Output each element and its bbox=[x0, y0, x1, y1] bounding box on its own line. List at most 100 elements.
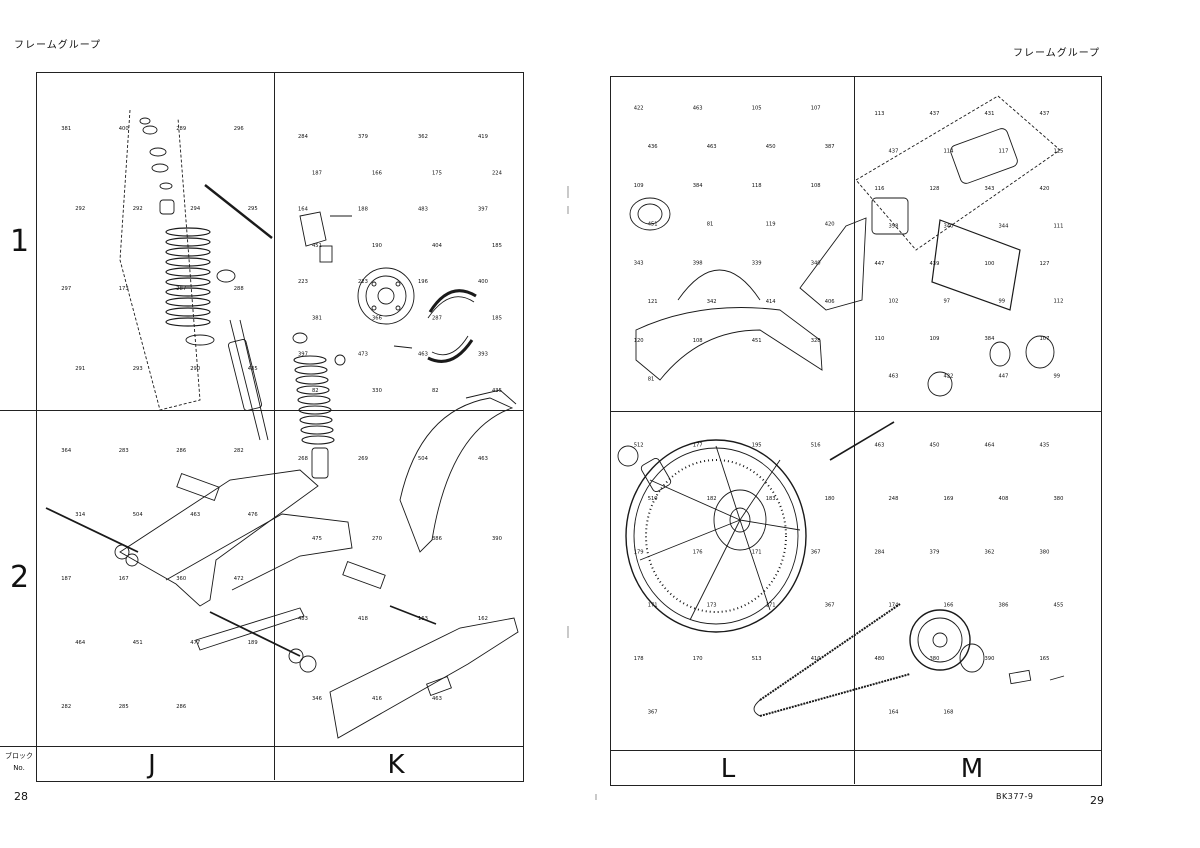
part-number-label: 169 bbox=[944, 496, 954, 502]
part-number-label: 167 bbox=[119, 576, 129, 582]
row-label-2: 2 bbox=[10, 560, 30, 595]
part-number-label: 504 bbox=[133, 512, 144, 518]
block-K: K bbox=[387, 750, 405, 780]
rear-fender-lighting bbox=[629, 197, 867, 381]
part-number-label: 288 bbox=[234, 286, 244, 292]
part-number-label: 292 bbox=[133, 206, 143, 212]
part-number-label: 268 bbox=[298, 456, 308, 462]
part-number-label: 380 bbox=[930, 656, 940, 662]
part-number-label: 513 bbox=[752, 656, 762, 662]
part-number-label: 416 bbox=[372, 696, 382, 702]
part-number-label: 195 bbox=[752, 443, 762, 449]
sprocket-chain bbox=[753, 603, 1065, 717]
chain-case bbox=[329, 605, 519, 739]
part-number-label: 287 bbox=[432, 315, 442, 321]
part-number-label: 344 bbox=[999, 223, 1010, 229]
part-number-label: 342 bbox=[707, 299, 717, 305]
rear-fender bbox=[399, 389, 517, 553]
part-number-label: 97 bbox=[944, 298, 951, 304]
part-number-label: 328 bbox=[811, 338, 821, 344]
left-footer-divider bbox=[0, 746, 523, 747]
part-number-label: 384 bbox=[693, 183, 704, 189]
part-number-label: 447 bbox=[875, 261, 885, 267]
part-number-label: 380 bbox=[1040, 549, 1050, 555]
part-number-label: 463 bbox=[418, 352, 428, 358]
part-number-label: 437 bbox=[889, 148, 899, 154]
part-number-label: 164 bbox=[889, 709, 900, 715]
part-number-label: 379 bbox=[358, 134, 368, 140]
part-number-label: 451 bbox=[133, 640, 143, 646]
part-number-label: 176 bbox=[693, 549, 703, 555]
part-number-label: 343 bbox=[985, 186, 995, 192]
part-number-label: 386 bbox=[432, 536, 442, 542]
rear-wheel bbox=[617, 439, 807, 633]
left-col-divider bbox=[274, 72, 275, 780]
part-number-label: 165 bbox=[1040, 656, 1050, 662]
part-number-label: 463 bbox=[432, 696, 442, 702]
part-number-label: 185 bbox=[492, 243, 502, 249]
part-number-label: 379 bbox=[930, 549, 940, 555]
part-number-label: 291 bbox=[75, 366, 85, 372]
part-number-label: 367 bbox=[648, 709, 658, 715]
part-number-label: 164 bbox=[298, 207, 309, 213]
part-number-label: 381 bbox=[312, 315, 322, 321]
part-number-label: 439 bbox=[930, 261, 940, 267]
part-number-label: 170 bbox=[693, 656, 703, 662]
part-number-label: 108 bbox=[811, 183, 821, 189]
part-number-label: 477 bbox=[190, 640, 200, 646]
part-number-label: 314 bbox=[75, 512, 86, 518]
part-number-label: 285 bbox=[119, 704, 129, 710]
part-number-label: 346 bbox=[312, 696, 322, 702]
part-number-label: 282 bbox=[234, 448, 244, 454]
part-number-label: 297 bbox=[61, 286, 71, 292]
taillight-assembly bbox=[829, 95, 1061, 461]
part-number-label: 179 bbox=[634, 549, 644, 555]
part-number-label: 397 bbox=[478, 207, 488, 213]
part-number-label: 128 bbox=[930, 186, 940, 192]
part-number-label: 295 bbox=[248, 206, 258, 212]
part-number-label: 400 bbox=[478, 279, 488, 285]
part-number-label: 174 bbox=[889, 603, 900, 609]
part-number-label: 270 bbox=[372, 536, 382, 542]
part-number-label: 414 bbox=[766, 299, 777, 305]
part-number-label: 380 bbox=[1054, 496, 1064, 502]
block-no-label-line2: No. bbox=[13, 764, 25, 772]
part-number-label: 168 bbox=[944, 709, 954, 715]
part-number-label: 339 bbox=[752, 260, 762, 266]
part-number-label: 422 bbox=[634, 105, 644, 111]
part-number-label: 420 bbox=[1040, 186, 1050, 192]
part-number-label: 166 bbox=[372, 170, 382, 176]
part-number-label: 480 bbox=[875, 656, 885, 662]
part-number-label: 367 bbox=[825, 603, 835, 609]
part-number-label: 387 bbox=[825, 144, 835, 150]
part-number-label: 118 bbox=[752, 183, 762, 189]
part-number-label: 113 bbox=[875, 111, 885, 117]
part-number-label: 463 bbox=[190, 512, 200, 518]
part-number-label: 248 bbox=[889, 496, 899, 502]
part-number-label: 284 bbox=[875, 549, 886, 555]
part-number-label: 81 bbox=[648, 377, 655, 383]
part-number-label: 435 bbox=[248, 366, 258, 372]
part-number-label: 175 bbox=[432, 170, 442, 176]
part-number-label: 223 bbox=[358, 279, 368, 285]
part-number-label: 422 bbox=[944, 373, 954, 379]
right-header: フレームグループ bbox=[1013, 48, 1101, 59]
part-number-label: 189 bbox=[248, 640, 258, 646]
part-number-label: 519 bbox=[648, 496, 658, 502]
right-page: フレームグループ L M BK377-9 29 bbox=[600, 0, 1200, 848]
part-number-label: 418 bbox=[358, 616, 368, 622]
part-number-label: 330 bbox=[372, 388, 382, 394]
part-number-label: 180 bbox=[825, 496, 835, 502]
part-number-label: 364 bbox=[61, 448, 72, 454]
part-number-label: 105 bbox=[752, 105, 762, 111]
part-number-label: 178 bbox=[634, 656, 644, 662]
part-number-label: 116 bbox=[875, 186, 885, 192]
part-number-label: 223 bbox=[298, 279, 308, 285]
part-number-label: 420 bbox=[825, 222, 835, 228]
page-number-right: 29 bbox=[1090, 794, 1104, 807]
part-number-label: 289 bbox=[176, 126, 186, 132]
part-number-label: 287 bbox=[176, 286, 186, 292]
part-number-label: 282 bbox=[61, 704, 71, 710]
part-number-label: 269 bbox=[358, 456, 368, 462]
part-number-label: 109 bbox=[634, 183, 644, 189]
